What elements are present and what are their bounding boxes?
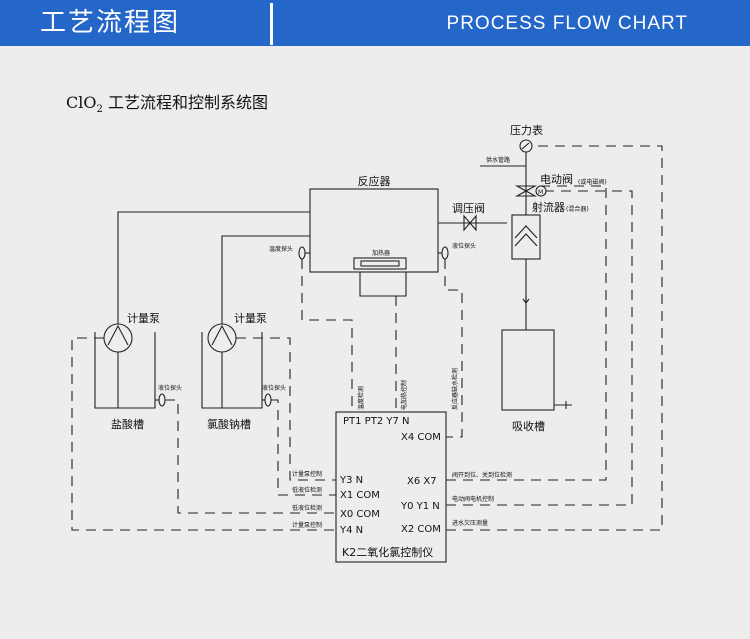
controller-x4: X4 COM	[401, 432, 441, 443]
low-level-detect-1-label: 低液位检测	[292, 486, 322, 494]
controller-x6x7: X6 X7	[407, 476, 437, 487]
reactor-alarm-label: 反应器缺水检测	[451, 368, 459, 410]
chlorate-level-wire	[271, 399, 336, 496]
controller-x0: X0 COM	[340, 509, 380, 520]
pump-control-1-label: 计量泵控制	[292, 470, 322, 478]
header-divider	[270, 3, 273, 45]
valve-motor-wire	[446, 190, 633, 506]
hcl-tank-label: 盐酸槽	[111, 417, 144, 431]
valve-position-wire	[446, 185, 607, 481]
heater-label: 加热器	[372, 249, 390, 257]
temperature-probe	[298, 246, 306, 260]
chlorate-tank	[201, 332, 263, 409]
metering-pump-right	[207, 323, 237, 353]
inlet-pressure-wire	[446, 145, 663, 531]
chlorate-level-probe	[264, 393, 272, 407]
diagram-headline: ClO2 工艺流程和控制系统图	[66, 89, 268, 115]
controller-x1: X1 COM	[340, 490, 380, 501]
heater-element	[360, 260, 400, 267]
absorption-tank	[501, 329, 555, 411]
controller-x2: X2 COM	[401, 524, 441, 535]
reactor-label: 反应器	[358, 174, 391, 188]
pump-control-wire-1	[236, 337, 336, 481]
hcl-level-probe-label: 液位探头	[158, 384, 182, 392]
controller-y0y1: Y0 Y1 N	[400, 501, 440, 512]
valve-motor-control-label: 电动阀电机控制	[452, 495, 494, 503]
hcl-level-wire	[165, 399, 336, 514]
svg-text:M: M	[538, 189, 543, 196]
pressure-valve-label: 调压阀	[452, 201, 485, 215]
controller-y3: Y3 N	[339, 475, 363, 486]
low-level-detect-2-label: 低液位检测	[292, 504, 322, 512]
ejector-note: (混合器)	[566, 205, 589, 213]
chlorate-tank-label: 氯酸钠槽	[207, 417, 251, 431]
header-subtitle: PROCESS FLOW CHART	[446, 13, 688, 34]
metering-pump-left	[103, 323, 133, 353]
electric-valve	[514, 185, 538, 197]
headline-subscript: 2	[96, 104, 103, 116]
page-header: 工艺流程图 PROCESS FLOW CHART	[0, 0, 750, 46]
temp-detect-label: 温度检测	[357, 386, 365, 410]
controller-y4: Y4 N	[339, 525, 363, 536]
valve-signal-label: 阀开到位、关到位检测	[452, 471, 512, 479]
pressure-gauge-label: 压力表	[510, 123, 543, 137]
controller-name: K2二氧化氯控制仪	[342, 545, 433, 559]
heater	[353, 257, 407, 270]
headline-suffix: 工艺流程和控制系统图	[102, 93, 268, 112]
inlet-pressure-label: 进水欠压测量	[452, 519, 488, 527]
temp-signal-wire	[301, 259, 353, 412]
heater-bracket	[359, 272, 407, 297]
hcl-level-probe	[158, 393, 166, 407]
water-pipe-label: 供水管路	[486, 156, 510, 164]
hcl-feed-line	[117, 211, 310, 324]
pressure-regulating-valve	[463, 214, 477, 232]
reactor-level-probe	[441, 246, 449, 260]
electric-valve-label: 电动阀	[540, 172, 573, 186]
metering-pump-right-label: 计量泵	[234, 312, 267, 325]
electric-valve-note: (或电磁阀)	[578, 178, 607, 186]
chlorate-level-probe-label: 液位探头	[262, 384, 286, 392]
k2-controller	[335, 411, 447, 563]
pump-control-wire-2	[71, 337, 336, 531]
heater-control-label: 电加热控制	[400, 380, 408, 410]
chlorate-feed-line	[221, 235, 310, 324]
reactor-level-probe-label: 液位探头	[452, 242, 476, 250]
headline-prefix: ClO	[66, 93, 97, 112]
header-title: 工艺流程图	[40, 8, 181, 38]
controller-top-terminals: PT1 PT2 Y7 N	[343, 416, 410, 427]
reactor-vessel	[309, 188, 439, 273]
absorption-tank-label: 吸收槽	[512, 419, 545, 433]
reactor-level-wire	[444, 259, 463, 438]
hcl-tank	[94, 332, 156, 409]
ejector-label: 射流器	[532, 200, 565, 214]
temp-probe-label: 温度探头	[269, 245, 293, 253]
metering-pump-left-label: 计量泵	[127, 312, 160, 325]
pump-control-2-label: 计量泵控制	[292, 521, 322, 529]
